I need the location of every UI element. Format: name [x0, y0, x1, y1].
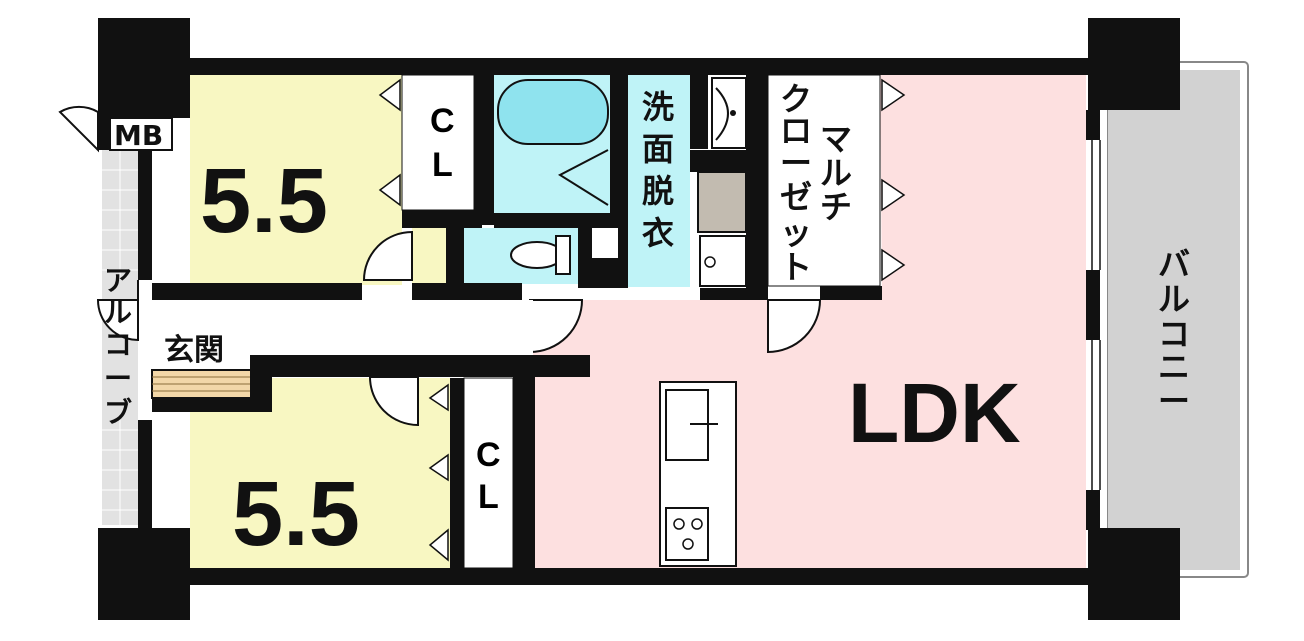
closet-top-interior: [401, 74, 475, 211]
corridor: [152, 300, 533, 355]
multi-closet-c2-3: チ: [820, 188, 852, 226]
bathtub: [497, 79, 609, 145]
toilet-icon: [510, 235, 571, 275]
washroom-char-1: 洗: [642, 88, 674, 126]
bath-door-icon: [557, 149, 609, 206]
closet-top-l: L: [432, 146, 453, 184]
multi-closet-c1-1: ク: [780, 80, 812, 118]
mb-label: MB: [114, 119, 163, 152]
alcove-char-5: ブ: [104, 396, 132, 429]
balcony-char-1: バ: [1158, 245, 1190, 283]
alcove-char-3: コ: [104, 328, 132, 361]
washroom-char-2: 面: [642, 130, 674, 168]
balcony: [1107, 61, 1249, 578]
windows: [1091, 140, 1101, 490]
fridge-space: [697, 171, 747, 233]
mb-box: [109, 117, 173, 151]
balcony-char-5: ー: [1158, 382, 1190, 420]
balcony-char-3: コ: [1158, 315, 1190, 353]
alcove-char-2: ル: [104, 296, 132, 329]
multi-closet-c2-1: マ: [820, 120, 852, 158]
closet-bifold-marks: [378, 78, 906, 562]
bedroom-top-nook: [412, 228, 446, 283]
kitchen-sink-icon: [665, 389, 718, 461]
walls: [98, 18, 1180, 620]
multi-closet-c2-2: ル: [820, 154, 852, 192]
stove-icon: [665, 507, 709, 561]
bedroom-top-size: 5.5: [200, 150, 328, 252]
bedroom-bottom-size: 5.5: [232, 463, 360, 565]
multi-closet-c1-4: ゼ: [780, 178, 812, 216]
balcony-char-2: ル: [1158, 280, 1190, 318]
ldk-label: LDK: [848, 366, 1021, 460]
multi-closet-c1-2: ロ: [780, 112, 812, 150]
closet-bottom-l: L: [478, 478, 499, 516]
washroom-char-3: 脱: [642, 172, 674, 210]
closet-bottom-c: C: [476, 436, 501, 474]
alcove-char-1: ア: [104, 264, 132, 297]
washroom-char-4: 衣: [642, 214, 674, 252]
entrance-label: 玄関: [164, 333, 224, 368]
closet-top-c: C: [430, 102, 455, 140]
washbasin-icon: [711, 77, 747, 149]
multi-closet-interior: [767, 74, 881, 287]
bedroom-top-floor: [190, 75, 402, 285]
alcove-char-4: ー: [104, 362, 132, 395]
multi-closet-c1-6: ト: [780, 248, 812, 286]
balcony-char-4: ニ: [1158, 348, 1190, 386]
closet-bottom-interior: [463, 377, 514, 569]
washer-pan-icon: [699, 235, 747, 287]
washroom-floor: [628, 75, 690, 287]
entrance-step: [151, 369, 253, 399]
multi-closet-c1-3: ー: [780, 144, 812, 182]
multi-closet-c1-5: ッ: [780, 214, 812, 252]
